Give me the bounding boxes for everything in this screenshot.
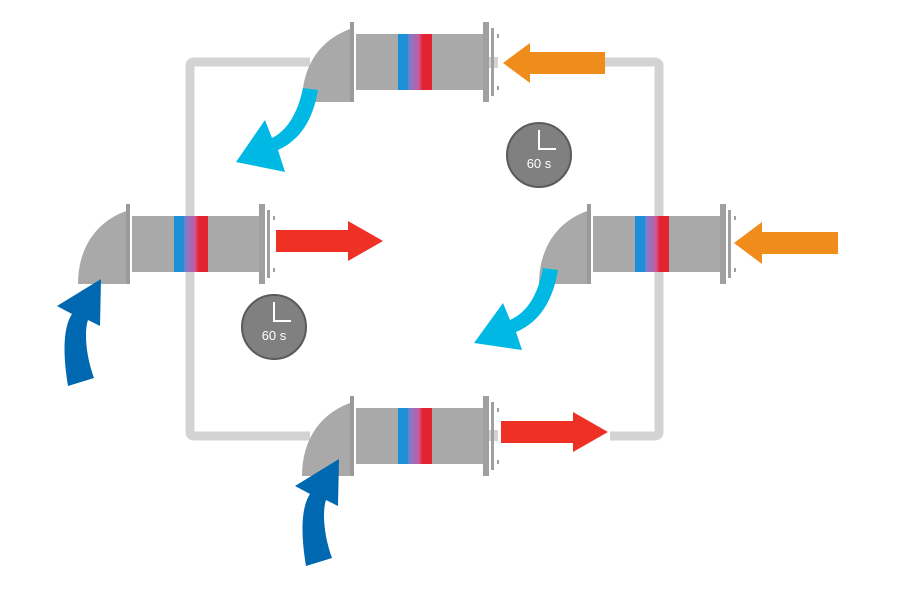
lightblue-arrow-top — [236, 88, 318, 172]
lightblue-arrow-right — [474, 268, 558, 350]
timer-left: 60 s — [241, 294, 307, 360]
orange-arrow-top — [503, 43, 605, 83]
clock-icon — [538, 130, 556, 150]
unit-left — [78, 204, 275, 284]
timer-top-label: 60 s — [527, 156, 552, 171]
orange-arrow-right — [734, 222, 838, 264]
darkblue-arrow-left — [57, 279, 101, 386]
timer-left-label: 60 s — [262, 328, 287, 343]
timer-top: 60 s — [506, 122, 572, 188]
clock-icon — [273, 302, 291, 322]
unit-top — [302, 22, 499, 102]
red-arrow-left — [276, 221, 383, 261]
unit-right — [539, 204, 736, 284]
red-arrow-bottom — [501, 412, 608, 452]
darkblue-arrow-bottom — [295, 459, 339, 566]
